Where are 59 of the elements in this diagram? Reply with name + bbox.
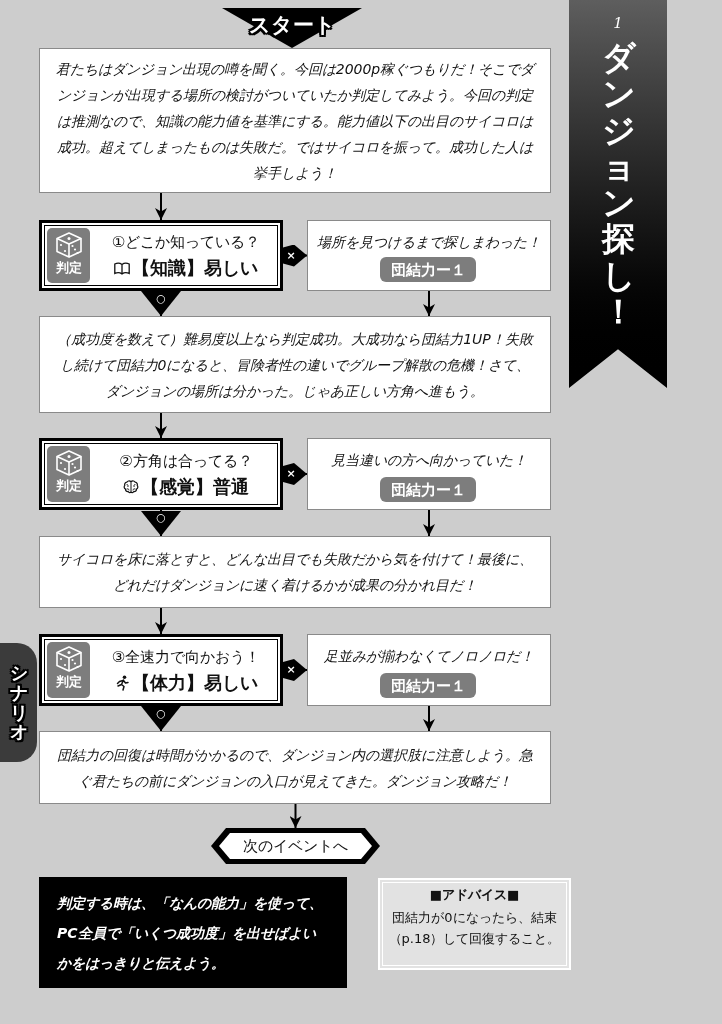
penalty-tag: 団結力ー１ (380, 673, 476, 698)
check-label: 判定 (55, 674, 82, 690)
failure-box (307, 634, 551, 706)
check-label: 判定 (55, 260, 82, 276)
edge-label: × (285, 664, 297, 676)
difficulty-text: 【知識】易しい (132, 257, 258, 279)
edge-label: ○ (155, 512, 167, 524)
penalty-tag: 団結力ー１ (380, 477, 476, 502)
check-box (39, 220, 283, 291)
advice-text: 団結力が0になったら、結束（p.18）して回復すること。 (387, 909, 562, 948)
check-badge (47, 446, 90, 502)
narration-text: 団結力の回復は時間がかかるので、ダンジョン内の選択肢に注意しよう。急ぐ君たちの前にダンジョンの入口が見えてきた。ダンジョン攻略だ！ (56, 745, 534, 791)
failure-text: 足並みが揃わなくてノロノロだ！ (324, 647, 534, 666)
failure-text: 見当違いの方へ向かっていた！ (331, 451, 527, 470)
penalty-tag: 団結力ー１ (380, 257, 476, 282)
title-text: ダンジョン探し！ (601, 40, 635, 331)
triangle-arrow (141, 705, 181, 732)
check-label: 判定 (55, 478, 82, 494)
narration-text: 君たちはダンジョン出現の噂を聞く。今回は2000p稼ぐつもりだ！そこでダンジョンが出現する場所の検討がついていたか判定してみよう。今回の判定は推測なので、知識の能力値を基準にする。能力値以下の出目のサイコロは成功。超えてしまったものは失敗だ。ではサイコロを振って。成功した人は挙手しよう！ (54, 59, 536, 183)
question-text: ②方角は合ってる？ (119, 450, 253, 471)
failure-box (307, 220, 551, 291)
edge-label: × (285, 468, 297, 480)
narration-text: （成功度を数えて）難易度以上なら判定成功。大成功なら団結力1UP！失敗し続けて団結力0になると、冒険者性の違いでグループ解散の危機！さて、ダンジョンの場所は分かった。じゃあ正しい方角へ進もう。 (56, 329, 535, 401)
section-tab-label: シナリオ (9, 662, 28, 743)
edge-label: × (285, 249, 297, 262)
arrow (423, 705, 435, 732)
edge-label: ○ (155, 708, 167, 720)
failure-box (307, 438, 551, 510)
arrow (423, 509, 435, 537)
advice-heading: ■アドバイス■ (429, 886, 520, 904)
chapter-number: 1 (613, 14, 623, 32)
tip-text: 判定する時は、「なんの能力」を使って、PC全員で「いくつ成功度」を出せばよいかをはっきりと伝えよう。 (57, 893, 324, 973)
narration-box (39, 731, 551, 804)
question-text: ③全速力で向かおう！ (111, 646, 261, 667)
arrow (423, 290, 435, 317)
section-tab (0, 643, 37, 762)
check-badge (47, 228, 90, 283)
edge-label: ○ (155, 293, 167, 305)
arrow (155, 192, 167, 221)
narration-box (39, 536, 551, 608)
arrow (289, 803, 302, 829)
difficulty-text: 【体力】易しい (132, 671, 258, 694)
check-badge (47, 642, 90, 698)
narration-text: サイコロを床に落とすと、どんな出目でも失敗だから気を付けて！最後に、どれだけダンジョンに速く着けるかが成果の分かれ目だ！ (56, 550, 534, 595)
arrow (155, 607, 167, 635)
triangle-arrow (141, 290, 181, 317)
question-text: ①どこか知っている？ (111, 232, 261, 252)
narration-box (39, 316, 551, 413)
difficulty-text: 【感覚】普通 (141, 475, 249, 498)
check-box (39, 438, 283, 510)
failure-text: 場所を見つけるまで探しまわった！ (317, 233, 541, 252)
advice-panel (378, 878, 571, 970)
narration-box (39, 48, 551, 193)
check-box (39, 634, 283, 706)
tip-panel (39, 877, 347, 988)
next-step-label: 次のイベントへ (243, 836, 348, 856)
triangle-arrow (141, 509, 181, 537)
arrow (155, 412, 167, 439)
next-step-box (211, 828, 380, 864)
